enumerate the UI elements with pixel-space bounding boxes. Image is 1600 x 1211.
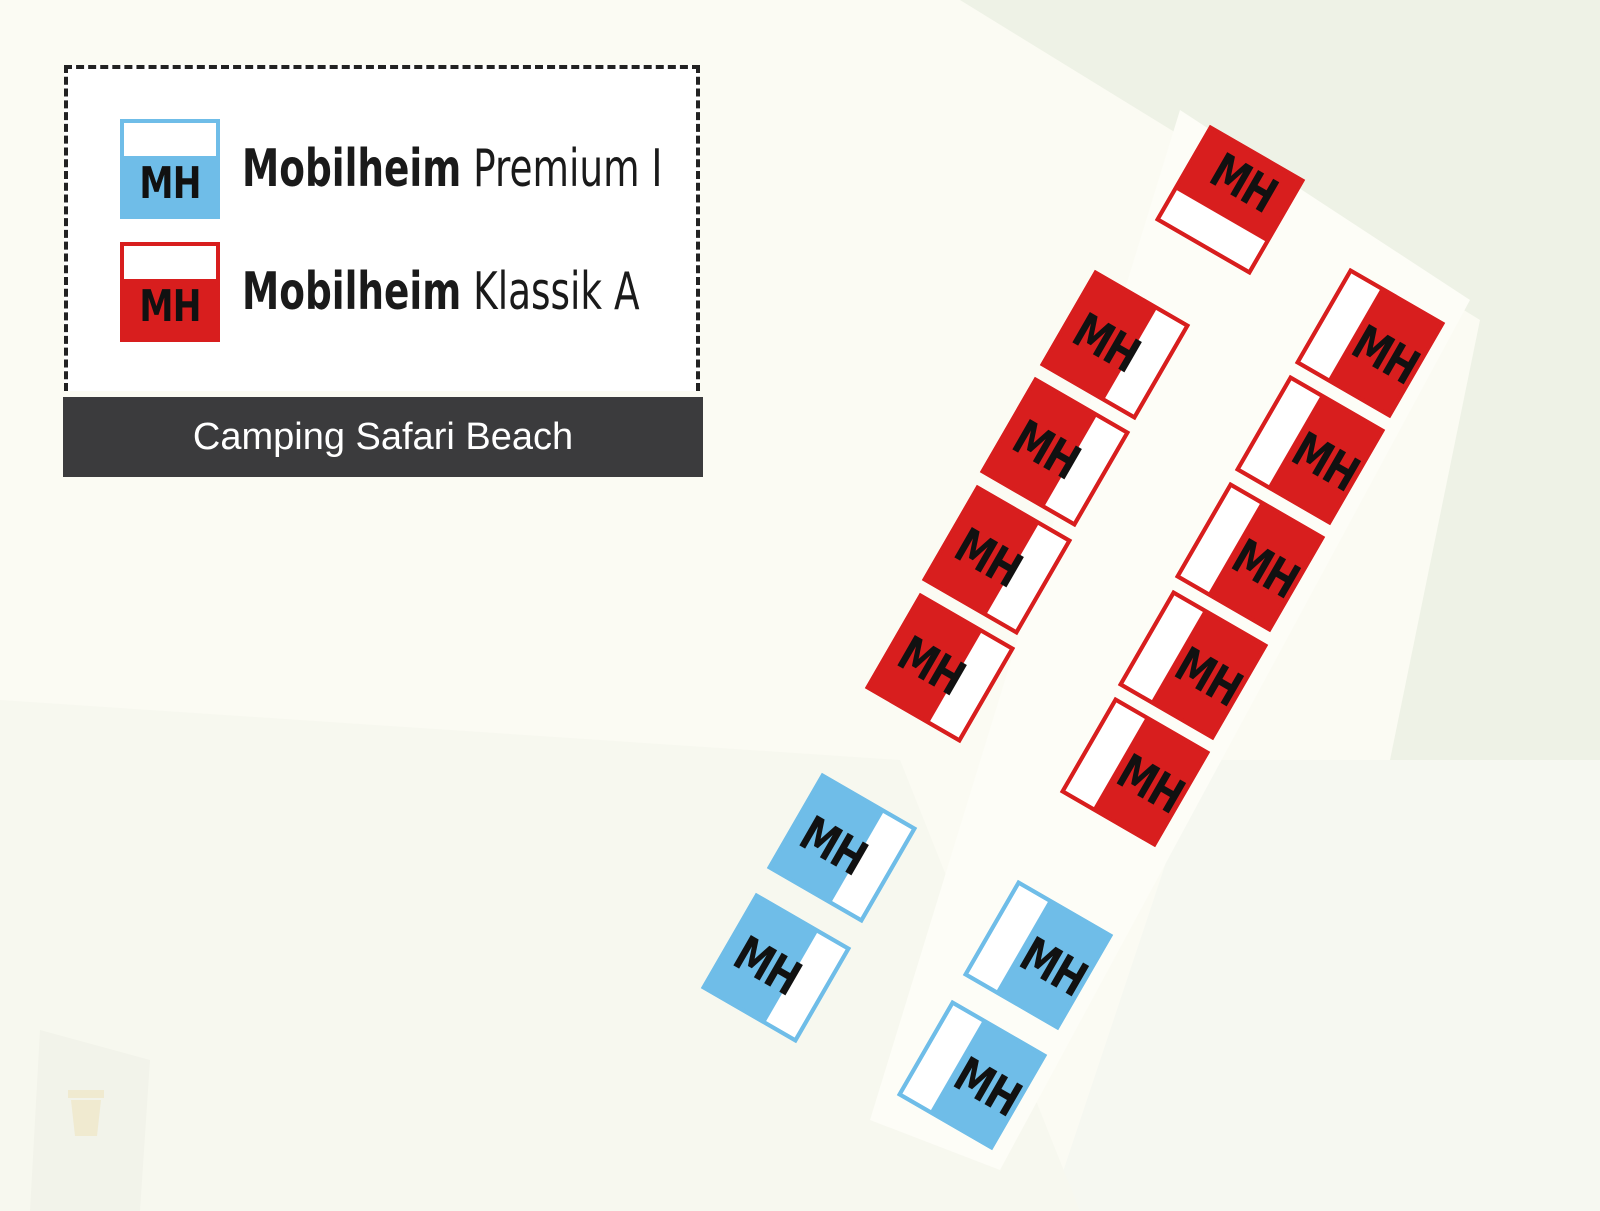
grass-area — [960, 0, 1600, 760]
legend-label-premium: Mobilheim Premium I — [242, 139, 663, 199]
klassik-icon: MH — [120, 242, 220, 342]
legend-label-klassik: Mobilheim Klassik A — [242, 262, 640, 322]
legend-item-klassik: MH Mobilheim Klassik A — [120, 242, 739, 342]
legend-code-klassik: MH — [139, 281, 201, 332]
premium-icon: MH — [120, 119, 220, 219]
map-title-bar: Camping Safari Beach — [63, 397, 703, 477]
meadow-area — [1050, 760, 1600, 1211]
trash-bin-icon — [68, 1090, 104, 1136]
legend-box: MH Mobilheim Premium I MH Mobilheim Klas… — [64, 65, 700, 391]
legend-code-premium: MH — [139, 158, 201, 209]
legend-item-premium: MH Mobilheim Premium I — [120, 119, 768, 219]
